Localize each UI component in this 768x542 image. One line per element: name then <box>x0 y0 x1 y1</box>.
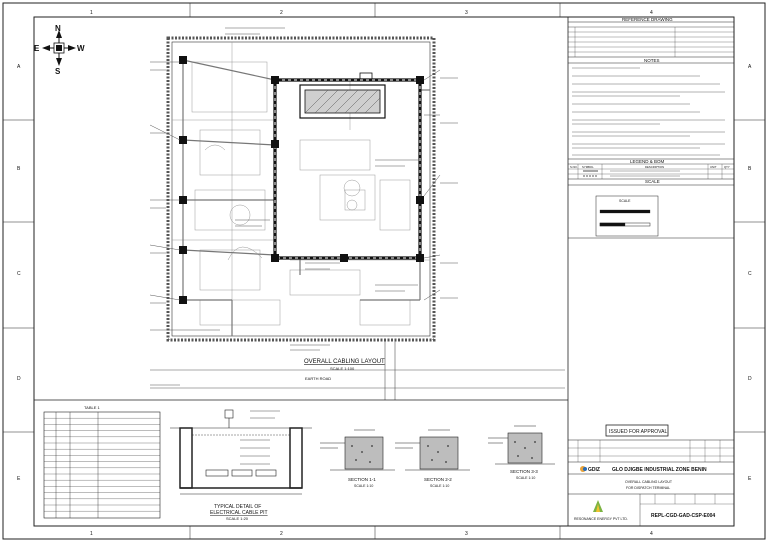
drawing-title-1: OVERALL CABLING LAYOUT <box>625 480 673 484</box>
company-logo-icon <box>593 500 603 512</box>
scale-heading: SCALE <box>645 179 660 184</box>
legend-col-description: DESCRIPTION <box>645 165 664 169</box>
legend-col-unit: UNIT <box>710 165 717 169</box>
grid-row-c: C <box>17 271 21 277</box>
drawing-number: REPL-CGD-GAD-CSP-E004 <box>651 513 715 519</box>
compass-south: S <box>55 67 61 76</box>
grid-col-1-bottom: 1 <box>90 531 93 537</box>
legend-col-symbol: SYMBOL <box>582 165 594 169</box>
scale-bar-label: SCALE <box>619 199 631 203</box>
north-arrow-icon <box>42 30 76 66</box>
title-block <box>567 17 734 526</box>
road-label: EARTH ROAD <box>305 376 331 381</box>
compass-north: N <box>55 24 61 33</box>
client-logo-icon <box>580 466 587 472</box>
main-drawing-title: OVERALL CABLING LAYOUT <box>304 359 385 365</box>
grid-col-1: 1 <box>90 10 93 16</box>
grid-row-c-right: C <box>748 271 752 277</box>
legend-col-qty: QTY <box>724 165 730 169</box>
trench-detail-scale: SCALE 1:20 <box>226 516 249 521</box>
grid-col-4-bottom: 4 <box>650 531 653 537</box>
table-1 <box>43 411 161 519</box>
grid-col-3-bottom: 3 <box>465 531 468 537</box>
grid-row-a: A <box>17 64 21 70</box>
section-3-scale: SCALE 1:10 <box>516 476 535 480</box>
company-name: RESONANCE ENERGY PVT LTD. <box>574 517 628 521</box>
inner-frame <box>33 16 735 527</box>
client-logo-text: GDIZ <box>588 467 600 473</box>
notes-heading: NOTES <box>644 58 660 63</box>
grid-col-2-bottom: 2 <box>280 531 283 537</box>
section-3-label: SECTION 3-3 <box>510 469 538 474</box>
compass-east: E <box>34 44 40 53</box>
grid-col-4: 4 <box>650 10 653 16</box>
grid-row-d: D <box>17 376 21 382</box>
section-2-label: SECTION 2-2 <box>424 477 452 482</box>
grid-row-b-right: B <box>748 166 752 172</box>
site-plan <box>149 27 565 400</box>
grid-row-e-right: E <box>748 476 752 482</box>
cable-pit-detail <box>170 409 312 495</box>
project-name: GLO DJIGBE INDUSTRIAL ZONE BENIN <box>612 467 707 473</box>
section-details <box>320 425 555 471</box>
grid-row-a-right: A <box>748 64 752 70</box>
trench-detail-subtitle: ELECTRICAL CABLE PIT <box>210 510 268 516</box>
grid-col-2: 2 <box>280 10 283 16</box>
grid-row-b: B <box>17 166 21 172</box>
grid-col-3: 3 <box>465 10 468 16</box>
grid-row-d-right: D <box>748 376 752 382</box>
legend-col-sno: S.NO. <box>570 165 578 169</box>
compass-west: W <box>77 44 85 53</box>
drawing-title-2: FOR DISPATCH TERMINAL <box>626 486 670 490</box>
legend-heading: LEGEND & BOM <box>630 159 665 164</box>
trench-detail-title: TYPICAL DETAIL OF <box>214 504 261 510</box>
section-2-scale: SCALE 1:10 <box>430 484 449 488</box>
approval-stamp: ISSUED FOR APPROVAL <box>609 429 667 435</box>
reference-heading: REFERENCE DRAWING <box>622 17 673 22</box>
section-1-label: SECTION 1-1 <box>348 477 376 482</box>
section-1-scale: SCALE 1:10 <box>354 484 373 488</box>
table-1-title: TABLE 1 <box>84 405 100 410</box>
main-drawing-scale: SCALE 1:100 <box>330 366 355 371</box>
grid-row-e: E <box>17 476 21 482</box>
